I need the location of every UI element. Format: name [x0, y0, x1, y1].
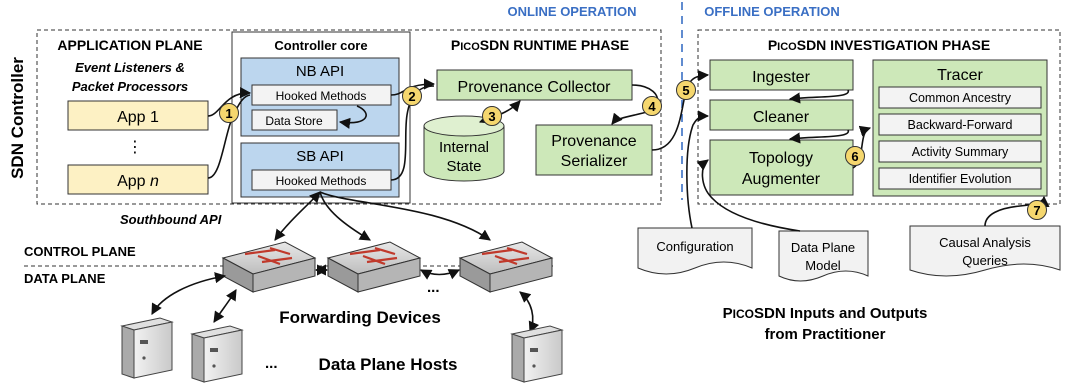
provenance-collector-box[interactable]: Provenance Collector	[436, 69, 633, 101]
causal-queries-label-2: Queries	[962, 253, 1008, 268]
step-badge-1: 1	[219, 103, 239, 123]
host-server-1[interactable]	[120, 317, 174, 379]
configuration-document[interactable]: Configuration	[637, 227, 753, 275]
app-n-label: App n	[117, 173, 159, 190]
topology-augmenter-box[interactable]: Topology Augmenter	[709, 139, 854, 196]
ingester-label: Ingester	[752, 69, 810, 86]
queries-to-tracer-arrow	[984, 195, 1050, 227]
app-plane-subtitle-2: Packet Processors	[72, 79, 188, 94]
app-plane-subtitle-1: Event Listeners &	[75, 60, 185, 75]
data-plane-model-document[interactable]: Data Plane Model	[778, 230, 869, 282]
switch-ellipsis: ...	[427, 279, 440, 296]
data-store-label: Data Store	[265, 114, 323, 128]
provenance-serializer-label-1: Provenance	[551, 133, 636, 150]
nb-api-label: NB API	[296, 63, 344, 80]
switch-1[interactable]	[221, 241, 317, 293]
southbound-links	[274, 191, 491, 241]
sb-hooked-methods-label: Hooked Methods	[276, 174, 367, 188]
topology-augmenter-label-1: Topology	[749, 150, 813, 167]
app-1-box[interactable]: App 1	[67, 100, 209, 131]
tracer-identifier-evolution[interactable]: Identifier Evolution	[878, 167, 1042, 190]
tracer-common-ancestry[interactable]: Common Ancestry	[878, 86, 1042, 109]
svg-text:6: 6	[851, 149, 858, 164]
step-badge-4: 4	[642, 96, 662, 116]
data-plane-model-label-2: Model	[805, 258, 841, 273]
sb-to-collector-arrow	[390, 85, 435, 181]
tracer-backward-forward[interactable]: Backward-Forward	[878, 113, 1042, 136]
nb-hooked-methods[interactable]: Hooked Methods	[251, 84, 392, 106]
inputs-outputs-caption-1: PICOSDN Inputs and Outputs	[723, 305, 928, 322]
tracer-label: Tracer	[937, 67, 983, 84]
online-operation-label: ONLINE OPERATION	[507, 4, 636, 19]
svg-text:3: 3	[488, 109, 495, 124]
controller-core-title: Controller core	[274, 38, 367, 53]
cleaner-to-topology-arrow	[788, 129, 849, 144]
causal-queries-label-1: Causal Analysis	[939, 235, 1031, 250]
step-badge-6: 6	[845, 146, 865, 166]
offline-operation-label: OFFLINE OPERATION	[704, 4, 840, 19]
ingester-box[interactable]: Ingester	[709, 59, 854, 91]
data-store-box[interactable]: Data Store	[251, 109, 338, 131]
app-list-dots: ⋮	[127, 139, 143, 156]
svg-text:2: 2	[408, 89, 415, 104]
tracer-item-label: Activity Summary	[912, 145, 1009, 159]
tracer-activity-summary[interactable]: Activity Summary	[878, 140, 1042, 163]
sb-hooked-methods[interactable]: Hooked Methods	[251, 169, 392, 191]
inputs-outputs-caption-2: from Practitioner	[765, 326, 886, 343]
data-store-loop-arrow	[338, 105, 367, 129]
switch-arrows-icon	[349, 246, 398, 266]
southbound-api-label: Southbound API	[120, 212, 222, 227]
host-links	[151, 272, 540, 334]
tracer-item-label: Common Ancestry	[909, 91, 1012, 105]
investigation-boundary	[697, 29, 1061, 205]
switch-arrows-icon	[244, 246, 293, 266]
topology-augmenter-label-2: Augmenter	[742, 171, 821, 188]
internal-state-label-1: Internal	[439, 139, 489, 156]
step-badge-3: 3	[482, 106, 502, 126]
data-plane-label: DATA PLANE	[24, 271, 106, 286]
ingester-to-cleaner-arrow	[788, 89, 849, 104]
host-server-3[interactable]	[510, 325, 564, 383]
step-badge-5: 5	[676, 80, 696, 100]
cleaner-box[interactable]: Cleaner	[709, 99, 854, 131]
provenance-serializer-label-2: Serializer	[561, 153, 628, 170]
switch-links	[314, 264, 461, 280]
app-n-box[interactable]: App n	[67, 164, 209, 195]
svg-text:1: 1	[225, 106, 232, 121]
data-plane-model-label-1: Data Plane	[791, 240, 855, 255]
step-badge-2: 2	[402, 86, 422, 106]
application-plane-title: APPLICATION PLANE	[57, 37, 202, 53]
investigation-phase-title: PICOSDN INVESTIGATION PHASE	[768, 37, 990, 53]
configuration-label: Configuration	[656, 239, 733, 254]
cleaner-label: Cleaner	[753, 109, 810, 126]
tracer-item-label: Identifier Evolution	[909, 172, 1012, 186]
runtime-phase-title: PICOSDN RUNTIME PHASE	[451, 37, 629, 53]
nb-hooked-methods-label: Hooked Methods	[276, 89, 367, 103]
sdn-controller-boundary	[36, 29, 662, 205]
causal-analysis-queries-document[interactable]: Causal Analysis Queries	[909, 225, 1061, 277]
switch-arrows-icon	[481, 246, 530, 266]
tracer-item-label: Backward-Forward	[908, 118, 1013, 132]
control-plane-label: CONTROL PLANE	[24, 244, 136, 259]
configuration-to-cleaner-arrow	[686, 110, 710, 229]
internal-state-label-2: State	[446, 158, 481, 175]
svg-text:7: 7	[1033, 203, 1040, 218]
sdn-controller-label: SDN Controller	[8, 57, 27, 179]
switch-2[interactable]	[326, 241, 422, 293]
serializer-to-ingester-arrow	[651, 70, 710, 151]
svg-text:5: 5	[682, 83, 689, 98]
switch-3[interactable]	[458, 241, 554, 293]
hosts-ellipsis: ...	[265, 355, 278, 372]
provenance-collector-label: Provenance Collector	[458, 79, 612, 96]
dpm-to-topology-arrow	[696, 159, 801, 232]
app-1-label: App 1	[117, 109, 159, 126]
provenance-serializer-box[interactable]: Provenance Serializer	[535, 124, 653, 176]
host-server-2[interactable]	[190, 325, 244, 383]
svg-text:4: 4	[648, 99, 656, 114]
data-plane-hosts-label: Data Plane Hosts	[319, 355, 458, 374]
forwarding-devices-label: Forwarding Devices	[279, 308, 441, 327]
app1-to-nb-arrow	[207, 87, 252, 117]
step-badge-7: 7	[1027, 200, 1047, 220]
sb-api-label: SB API	[296, 148, 344, 165]
